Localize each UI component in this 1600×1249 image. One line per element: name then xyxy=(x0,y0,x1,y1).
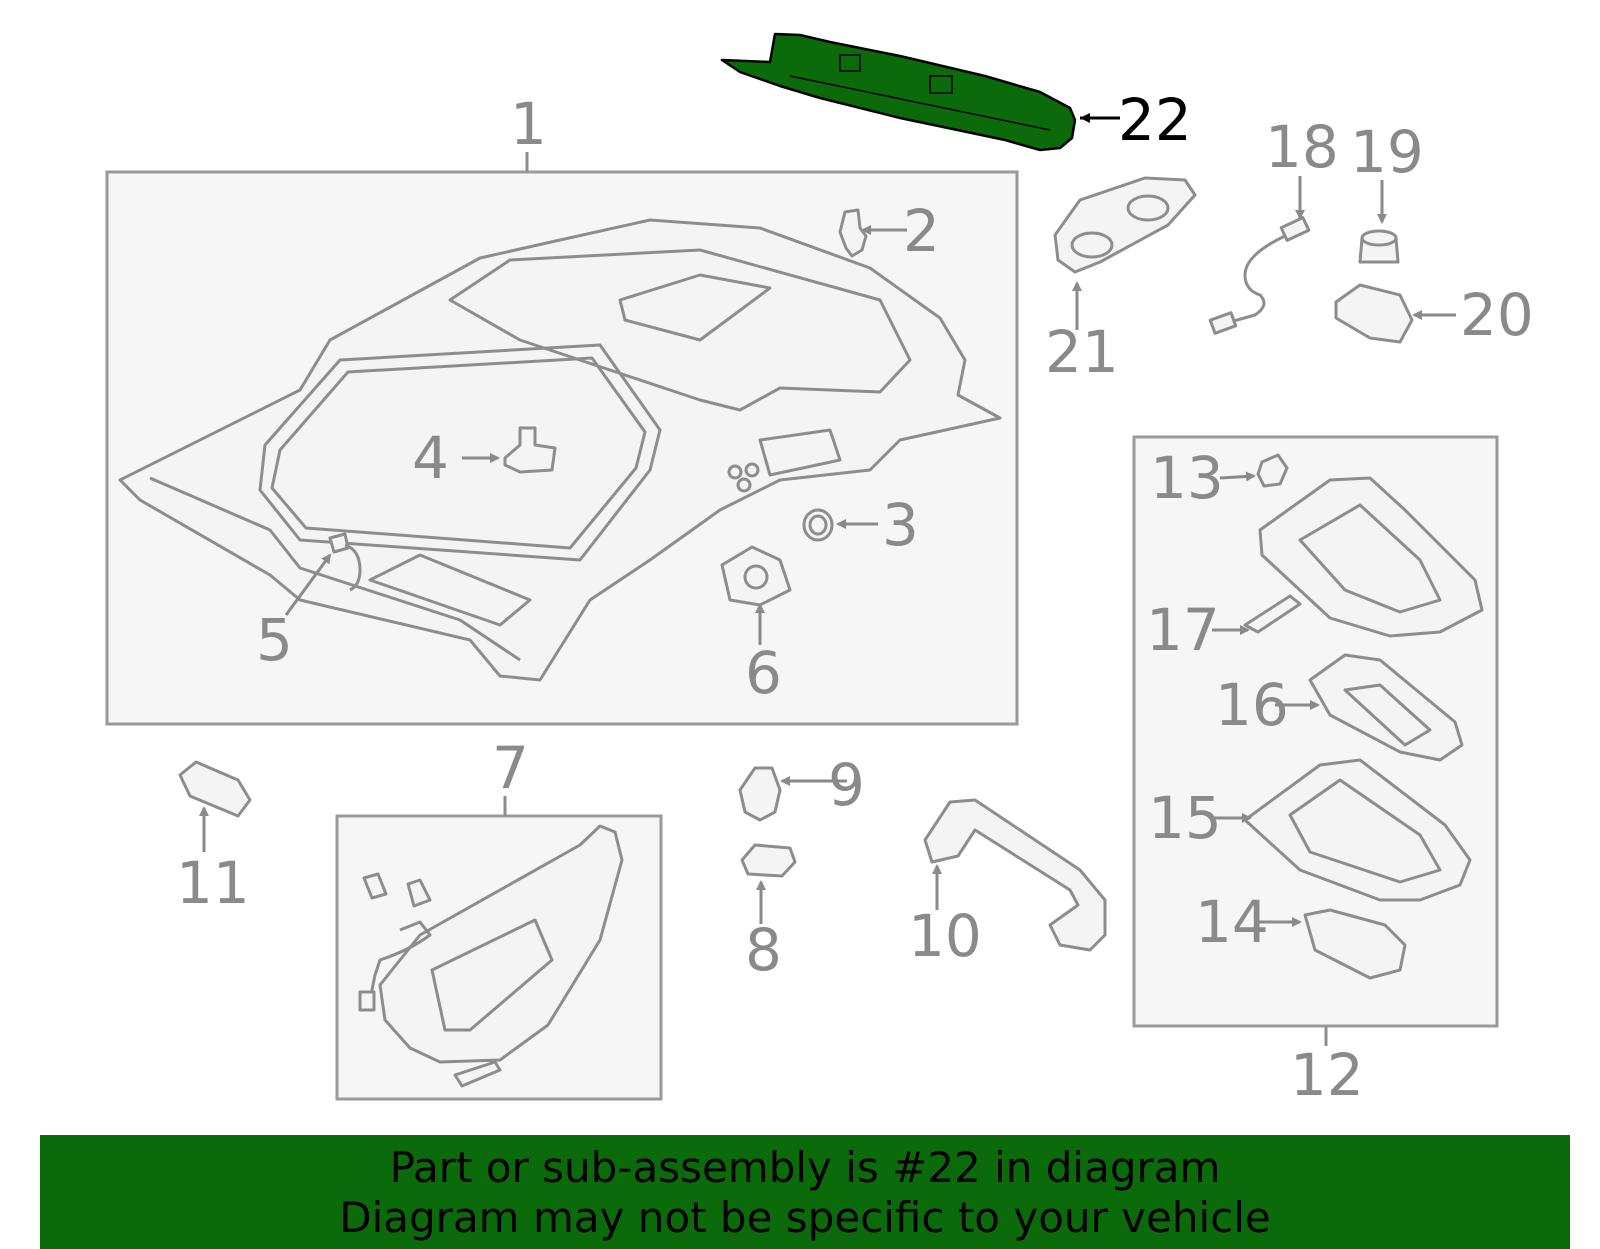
callout-9: 9 xyxy=(828,751,865,819)
part-10-grab-handle[interactable] xyxy=(923,798,1107,952)
callout-16: 16 xyxy=(1215,671,1289,739)
part-11-lamp[interactable] xyxy=(178,760,252,818)
callout-15: 15 xyxy=(1148,784,1222,852)
callout-21: 21 xyxy=(1045,318,1119,386)
callout-labels: 1 2 3 4 5 6 7 8 9 10 11 12 13 14 15 16 1… xyxy=(176,86,1534,1109)
banner-line-1: Part or sub-assembly is #22 in diagram xyxy=(389,1143,1221,1192)
callout-4: 4 xyxy=(412,424,449,492)
part-12-console-top[interactable] xyxy=(1258,476,1484,638)
part-16-lens[interactable] xyxy=(1308,653,1464,762)
callout-arrows xyxy=(199,113,1456,927)
callout-17: 17 xyxy=(1146,596,1220,664)
callout-5: 5 xyxy=(256,606,293,674)
part-22-header-panel[interactable] xyxy=(720,32,1077,152)
callout-10: 10 xyxy=(908,902,982,970)
diagram-notice-banner: Part or sub-assembly is #22 in diagram D… xyxy=(40,1135,1570,1249)
part-2-clip[interactable] xyxy=(838,208,868,258)
part-13-clip[interactable] xyxy=(1256,453,1289,488)
callout-14: 14 xyxy=(1195,888,1269,956)
part-6-pad[interactable] xyxy=(720,545,792,607)
callout-1: 1 xyxy=(510,90,547,158)
callout-18: 18 xyxy=(1265,113,1339,181)
part-7-sun-visor[interactable] xyxy=(358,824,624,1088)
headliner-part-1[interactable] xyxy=(118,218,1002,682)
part-8-cover[interactable] xyxy=(740,843,797,878)
callout-2: 2 xyxy=(903,197,940,265)
part-3-grommet[interactable] xyxy=(802,508,834,542)
part-17-lens[interactable] xyxy=(1243,594,1302,634)
callout-11: 11 xyxy=(176,849,250,917)
callout-20: 20 xyxy=(1460,281,1534,349)
callout-12: 12 xyxy=(1290,1041,1364,1109)
part-19-cap[interactable] xyxy=(1358,229,1400,264)
part-4-clip[interactable] xyxy=(503,426,557,474)
part-14-switch[interactable] xyxy=(1303,908,1407,980)
callout-19: 19 xyxy=(1350,118,1424,186)
banner-line-2: Diagram may not be specific to your vehi… xyxy=(339,1193,1271,1242)
callout-3: 3 xyxy=(882,491,919,559)
callout-6: 6 xyxy=(745,639,782,707)
callout-7: 7 xyxy=(492,734,529,802)
part-21-bracket[interactable] xyxy=(1053,176,1197,274)
part-15-bezel[interactable] xyxy=(1243,758,1472,902)
part-9-clip[interactable] xyxy=(738,766,782,822)
part-20-lamp[interactable] xyxy=(1334,283,1414,344)
callout-13: 13 xyxy=(1150,444,1224,512)
callout-8: 8 xyxy=(745,916,782,984)
part-5-harness[interactable] xyxy=(328,532,362,592)
callout-22: 22 xyxy=(1118,86,1192,154)
part-18-wire[interactable] xyxy=(1208,216,1311,335)
